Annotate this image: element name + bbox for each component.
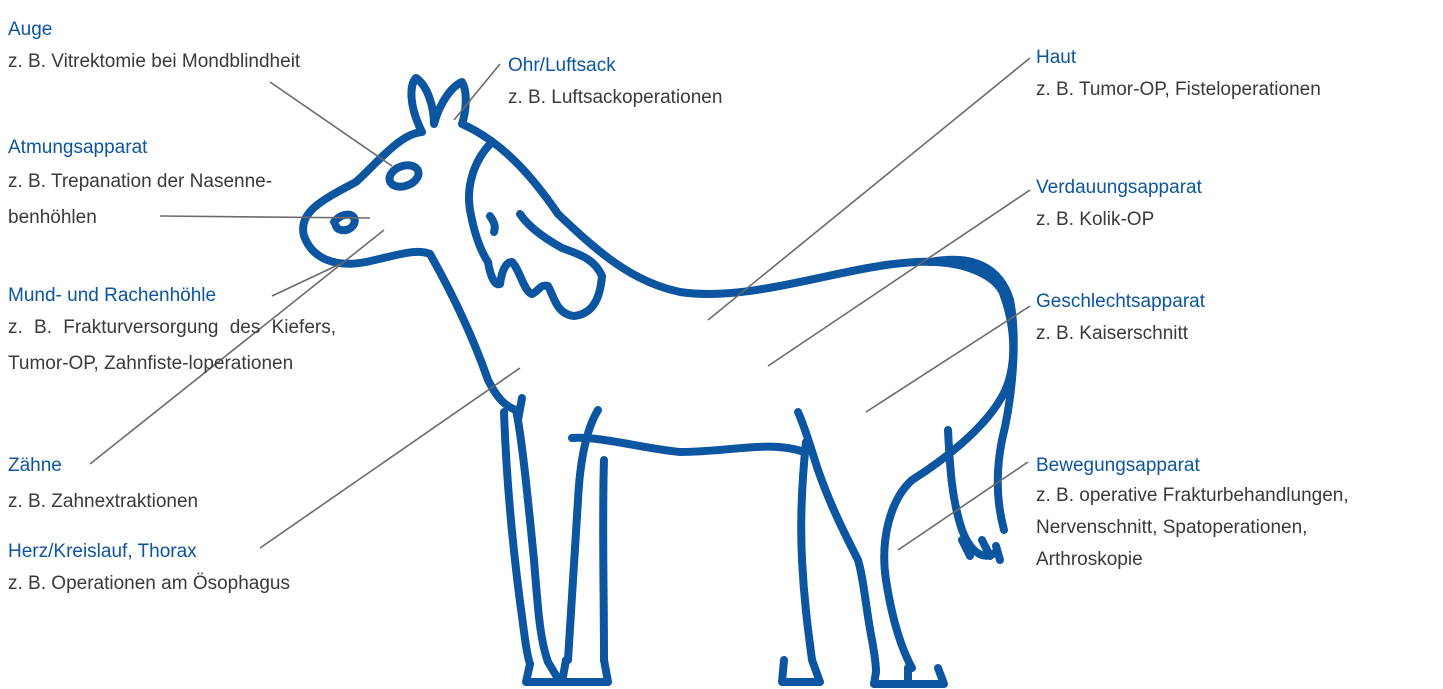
label-description-line1: z. B. Trepanation der Nasenne- [8,168,272,196]
label-title: Herz/Kreislauf, Thorax [8,540,290,564]
label-zaehne: Zähne z. B. Zahnextraktionen [8,454,198,516]
label-mund: Mund- und Rachenhöhle z. B. Frakturverso… [8,284,336,382]
label-auge: Auge z. B. Vitrektomie bei Mondblindheit [8,18,300,76]
label-title: Auge [8,18,300,42]
label-description: z. B. Kaiserschnitt [1036,320,1205,348]
label-description: z. B. Tumor-OP, Fisteloperationen [1036,76,1321,104]
leader-herz [260,368,520,548]
label-atmung: Atmungsapparat z. B. Trepanation der Nas… [8,136,272,232]
label-haut: Haut z. B. Tumor-OP, Fisteloperationen [1036,46,1321,104]
label-title: Geschlechtsapparat [1036,290,1205,314]
label-title: Mund- und Rachenhöhle [8,284,336,308]
label-title: Zähne [8,454,198,478]
label-herz: Herz/Kreislauf, Thorax z. B. Operationen… [8,540,290,598]
label-description: z. B. Operationen am Ösophagus [8,570,290,598]
leader-auge [270,82,392,166]
label-verdauung: Verdauungsapparat z. B. Kolik-OP [1036,176,1202,234]
leader-haut [708,58,1030,320]
label-title: Ohr/Luftsack [508,54,722,78]
label-title: Verdauungsapparat [1036,176,1202,200]
label-description: z. B. operative Frakturbehandlungen, Ner… [1036,480,1416,576]
leader-ohr [454,64,500,120]
label-description: z. B. Frakturversorgung des Kiefers, Tum… [8,310,336,382]
label-description: z. B. Luftsackoperationen [508,84,722,112]
label-title: Haut [1036,46,1321,70]
label-title: Atmungsapparat [8,136,272,160]
label-bewegung: Bewegungsapparat z. B. operative Fraktur… [1036,454,1416,576]
label-ohr: Ohr/Luftsack z. B. Luftsackoperationen [508,54,722,112]
label-description: z. B. Zahnextraktionen [8,488,198,516]
label-geschlecht: Geschlechtsapparat z. B. Kaiserschnitt [1036,290,1205,348]
label-title: Bewegungsapparat [1036,454,1416,478]
label-description: z. B. Kolik-OP [1036,206,1202,234]
horse-outline [303,78,1014,684]
label-description-line2: benhöhlen [8,204,272,232]
label-description: z. B. Vitrektomie bei Mondblindheit [8,48,300,76]
